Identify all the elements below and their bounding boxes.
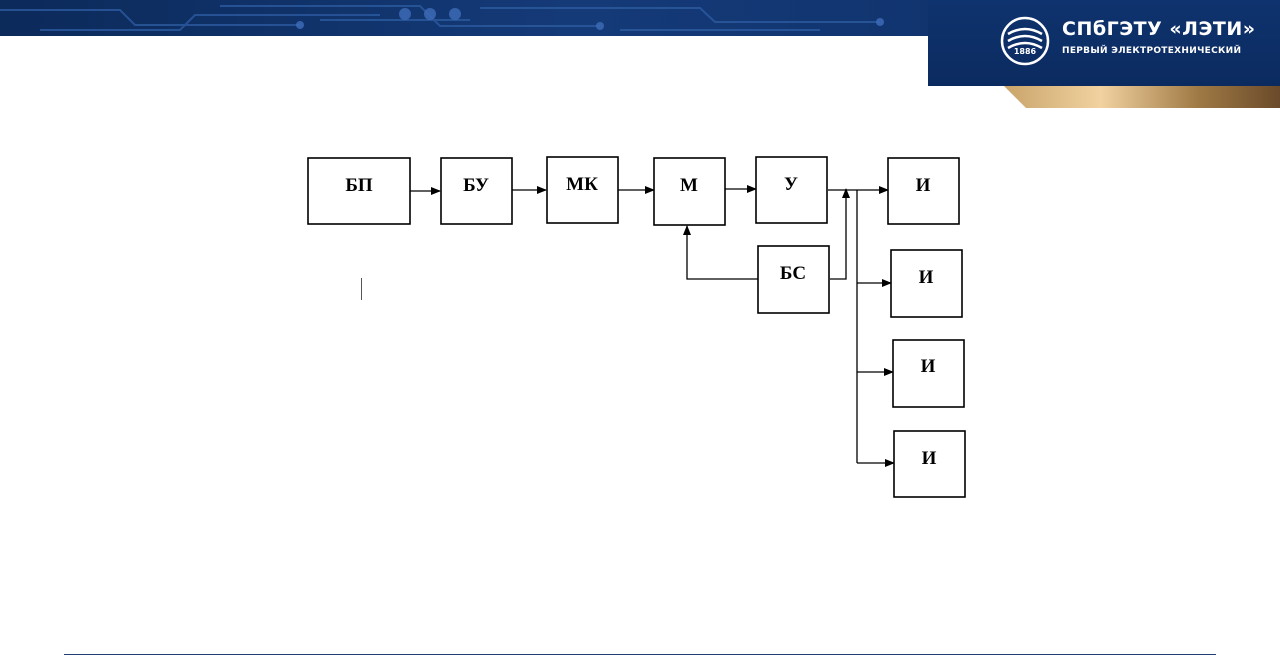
text-cursor (361, 278, 362, 300)
block-m: М (653, 157, 726, 226)
block-i-4-label: И (922, 448, 937, 469)
block-bs-label: БС (780, 263, 806, 284)
block-u: У (755, 156, 828, 224)
block-i-1: И (887, 157, 960, 225)
university-emblem: 1886 (1000, 16, 1050, 66)
block-i-4: И (893, 430, 966, 498)
block-i-2-label: И (919, 267, 934, 288)
footer-divider (64, 654, 1216, 655)
brand-title: СПбГЭТУ «ЛЭТИ» (1062, 18, 1256, 40)
block-bu-label: БУ (463, 175, 489, 196)
connector-bs-m (683, 225, 758, 280)
block-m-label: М (680, 175, 698, 196)
brand-subtitle: ПЕРВЫЙ ЭЛЕКТРОТЕХНИЧЕСКИЙ (1062, 46, 1242, 56)
circuit-pattern (0, 5, 884, 31)
logo-panel (928, 0, 1280, 86)
block-bs: БС (757, 245, 830, 314)
block-bu: БУ (440, 157, 513, 225)
gold-stripe (1004, 86, 1280, 108)
connector-bs-u-output (830, 188, 850, 280)
block-i-3-label: И (921, 356, 936, 377)
block-u-label: У (784, 174, 798, 195)
block-i-2: И (890, 249, 963, 318)
block-i-3: И (892, 339, 965, 408)
emblem-year: 1886 (1014, 47, 1037, 56)
block-mk-label: МК (566, 174, 598, 195)
block-mk: МК (546, 156, 619, 224)
block-i-1-label: И (916, 175, 931, 196)
block-bp-label: БП (345, 175, 373, 196)
block-bp: БП (307, 157, 411, 225)
